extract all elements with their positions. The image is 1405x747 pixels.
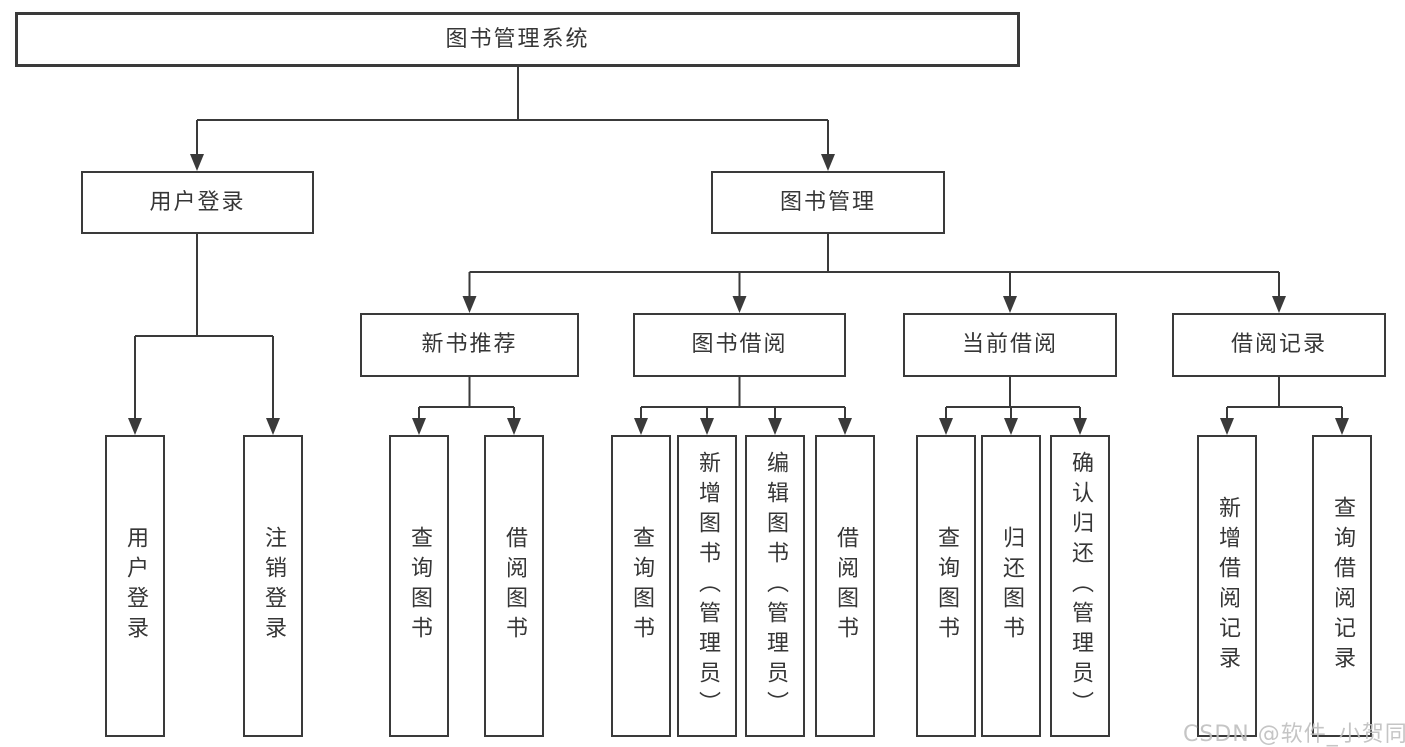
node-root-label: 图书管理系统 bbox=[445, 26, 590, 52]
leaf-current-query-books-label: 查询图书 bbox=[934, 526, 959, 646]
leaf-newbook-query-books-label: 查询图书 bbox=[407, 526, 432, 646]
arrowhead bbox=[1003, 296, 1017, 313]
arrowhead bbox=[1073, 418, 1087, 435]
arrowhead bbox=[634, 418, 648, 435]
edge-root-to-level2 bbox=[196, 67, 829, 160]
arrowhead bbox=[1004, 418, 1018, 435]
arrowhead bbox=[1272, 296, 1286, 313]
node-current-borrow-label: 当前借阅 bbox=[961, 332, 1058, 357]
leaf-current-confirm-return-admin-label: 确认归还（管理员） bbox=[1068, 451, 1093, 721]
leaf-current-query-books: 查询图书 bbox=[916, 435, 976, 737]
leaf-borrow-borrow-books-label: 借阅图书 bbox=[833, 526, 858, 646]
leaf-borrow-add-books-admin-label: 新增图书（管理员） bbox=[695, 451, 720, 721]
node-new-book-recommend-label: 新书推荐 bbox=[421, 332, 518, 357]
csdn-watermark: CSDN @软件_小贺同学 bbox=[1183, 722, 1405, 747]
leaf-current-return-books: 归还图书 bbox=[981, 435, 1041, 737]
node-new-book-recommend: 新书推荐 bbox=[360, 313, 579, 377]
leaf-newbook-borrow-books-label: 借阅图书 bbox=[502, 526, 527, 646]
arrowhead bbox=[462, 296, 477, 313]
leaf-newbook-query-books: 查询图书 bbox=[389, 435, 449, 737]
leaf-logout-login: 注销登录 bbox=[243, 435, 303, 737]
edge-mgmt-to-level3 bbox=[468, 234, 1280, 300]
node-borrow-records: 借阅记录 bbox=[1172, 313, 1386, 377]
arrowhead bbox=[768, 418, 782, 435]
leaf-borrow-query-books-label: 查询图书 bbox=[629, 526, 654, 646]
node-book-management: 图书管理 bbox=[711, 171, 945, 234]
leaf-borrow-add-books-admin: 新增图书（管理员） bbox=[677, 435, 737, 737]
arrowhead bbox=[1335, 418, 1349, 435]
leaf-borrow-query-books: 查询图书 bbox=[611, 435, 671, 737]
node-current-borrow: 当前借阅 bbox=[903, 313, 1117, 377]
edge-records-to-leaves bbox=[1226, 377, 1343, 422]
arrowhead bbox=[1220, 418, 1234, 435]
edge-borrow-to-leaves bbox=[640, 377, 846, 422]
leaf-records-query-borrow-record-label: 查询借阅记录 bbox=[1330, 496, 1355, 676]
edge-newbook-to-leaves bbox=[418, 377, 515, 422]
node-book-borrow: 图书借阅 bbox=[633, 313, 846, 377]
arrowhead bbox=[128, 418, 142, 435]
leaf-user-login: 用户登录 bbox=[105, 435, 165, 737]
arrowhead bbox=[412, 418, 426, 435]
edge-login-to-leaves bbox=[134, 234, 274, 422]
leaf-current-confirm-return-admin: 确认归还（管理员） bbox=[1050, 435, 1110, 737]
leaf-records-add-borrow-record: 新增借阅记录 bbox=[1197, 435, 1257, 737]
arrowhead bbox=[821, 154, 835, 171]
node-user-login: 用户登录 bbox=[81, 171, 314, 234]
leaf-records-add-borrow-record-label: 新增借阅记录 bbox=[1215, 496, 1240, 676]
arrowhead bbox=[838, 418, 852, 435]
leaf-logout-login-label: 注销登录 bbox=[261, 526, 286, 646]
leaf-borrow-borrow-books: 借阅图书 bbox=[815, 435, 875, 737]
leaf-records-query-borrow-record: 查询借阅记录 bbox=[1312, 435, 1372, 737]
leaf-user-login-label: 用户登录 bbox=[123, 526, 148, 646]
node-book-management-label: 图书管理 bbox=[779, 189, 876, 215]
node-user-login-label: 用户登录 bbox=[149, 189, 246, 215]
arrowhead bbox=[939, 418, 953, 435]
edge-current-to-leaves bbox=[945, 377, 1081, 422]
node-borrow-records-label: 借阅记录 bbox=[1230, 332, 1327, 357]
leaf-borrow-edit-books-admin: 编辑图书（管理员） bbox=[745, 435, 805, 737]
node-root: 图书管理系统 bbox=[15, 12, 1020, 67]
arrowhead bbox=[266, 418, 280, 435]
arrowhead bbox=[190, 154, 204, 171]
leaf-newbook-borrow-books: 借阅图书 bbox=[484, 435, 544, 737]
arrowhead bbox=[700, 418, 714, 435]
leaf-current-return-books-label: 归还图书 bbox=[999, 526, 1024, 646]
arrowhead bbox=[507, 418, 521, 435]
node-book-borrow-label: 图书借阅 bbox=[691, 332, 788, 357]
leaf-borrow-edit-books-admin-label: 编辑图书（管理员） bbox=[763, 451, 788, 721]
arrowhead bbox=[732, 296, 747, 313]
